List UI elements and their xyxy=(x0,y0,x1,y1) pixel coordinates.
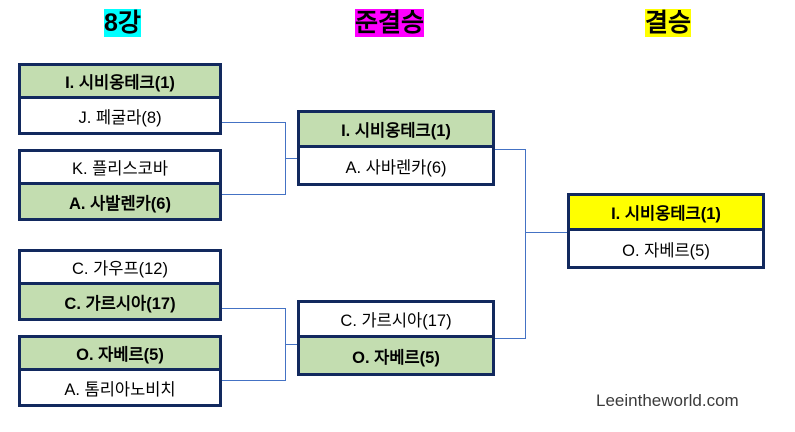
connector-sf1-outlet xyxy=(495,149,525,150)
match-semifinal-2[interactable]: C. 가르시아(17) O. 자베르(5) xyxy=(297,300,495,376)
round-header-final-label: 결승 xyxy=(645,9,692,37)
match-slot-player[interactable]: C. 가르시아(17) xyxy=(300,303,492,338)
connector-qf1-horizontal xyxy=(222,122,285,123)
match-slot-player[interactable]: A. 톰리아노비치 xyxy=(21,371,219,404)
connector-qf4-horizontal xyxy=(222,380,285,381)
connector-sf2-inlet xyxy=(285,344,298,345)
match-slot-player[interactable]: O. 자베르(5) xyxy=(570,231,762,266)
round-header-semifinals-label: 준결승 xyxy=(355,9,425,37)
match-slot-player[interactable]: I. 시비옹테크(1) xyxy=(21,66,219,99)
match-slot-player[interactable]: J. 페굴라(8) xyxy=(21,99,219,132)
match-quarterfinal-2[interactable]: K. 플리스코바 A. 사발렌카(6) xyxy=(18,149,222,221)
match-slot-player[interactable]: C. 가르시아(17) xyxy=(21,285,219,318)
match-slot-player[interactable]: A. 사발렌카(6) xyxy=(21,185,219,218)
match-slot-player[interactable]: K. 플리스코바 xyxy=(21,152,219,185)
connector-qf2-horizontal xyxy=(222,194,285,195)
connector-final-inlet xyxy=(525,232,567,233)
round-header-quarterfinals-label: 8강 xyxy=(104,9,141,37)
match-slot-player[interactable]: O. 자베르(5) xyxy=(300,338,492,373)
connector-sf2-outlet xyxy=(495,338,525,339)
match-quarterfinal-4[interactable]: O. 자베르(5) A. 톰리아노비치 xyxy=(18,335,222,407)
connector-final-vertical xyxy=(525,149,526,339)
round-header-quarterfinals: 8강 xyxy=(101,9,144,37)
round-header-semifinals: 준결승 xyxy=(352,9,427,37)
match-slot-champion[interactable]: I. 시비옹테크(1) xyxy=(570,196,762,231)
match-quarterfinal-3[interactable]: C. 가우프(12) C. 가르시아(17) xyxy=(18,249,222,321)
connector-qf3-horizontal xyxy=(222,308,285,309)
match-final[interactable]: I. 시비옹테크(1) O. 자베르(5) xyxy=(567,193,765,269)
match-semifinal-1[interactable]: I. 시비옹테크(1) A. 사바렌카(6) xyxy=(297,110,495,186)
watermark: Leeintheworld.com xyxy=(596,391,739,410)
match-slot-player[interactable]: O. 자베르(5) xyxy=(21,338,219,371)
match-slot-player[interactable]: I. 시비옹테크(1) xyxy=(300,113,492,148)
connector-sf1-inlet xyxy=(285,158,298,159)
match-slot-player[interactable]: C. 가우프(12) xyxy=(21,252,219,285)
match-quarterfinal-1[interactable]: I. 시비옹테크(1) J. 페굴라(8) xyxy=(18,63,222,135)
round-header-final: 결승 xyxy=(642,9,694,37)
match-slot-player[interactable]: A. 사바렌카(6) xyxy=(300,148,492,183)
